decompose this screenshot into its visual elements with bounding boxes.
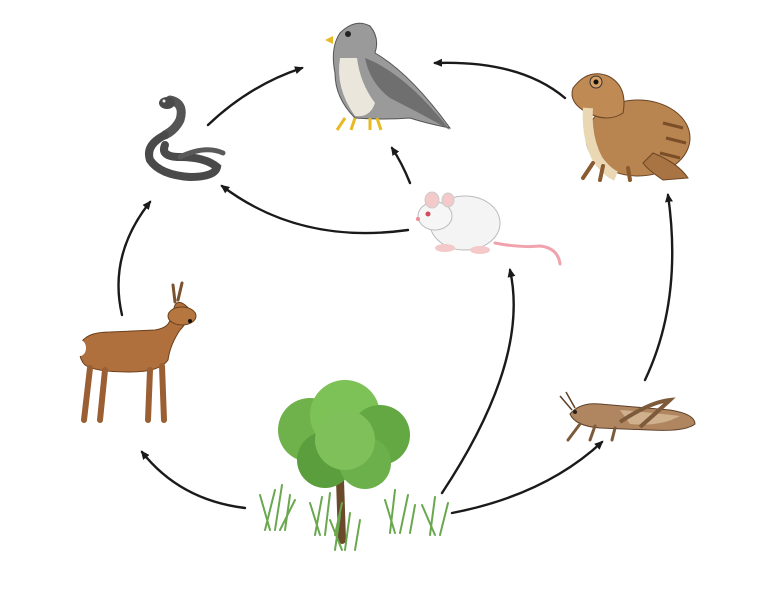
arrow-snake-to-falcon [206,66,304,127]
arrow-deer-to-snake [117,200,152,317]
frog-icon [571,73,691,182]
arrow-grasshopper-to-frog [643,193,674,382]
arrow-frog-to-falcon [433,58,567,100]
grasshopper-icon [559,391,696,442]
arrow-tree-to-mouse [440,268,516,495]
mouse-icon [416,191,562,266]
arrows [117,58,674,515]
arrow-mouse-to-falcon [390,146,412,185]
arrow-mouse-to-snake [220,184,410,235]
falcon-icon [325,22,452,131]
arrow-tree-to-deer [140,450,247,510]
deer-icon [74,281,197,423]
tree-icon [259,380,449,551]
arrow-tree-to-grasshopper [450,440,604,515]
snake-icon [145,95,226,182]
grass-icon [259,484,449,551]
